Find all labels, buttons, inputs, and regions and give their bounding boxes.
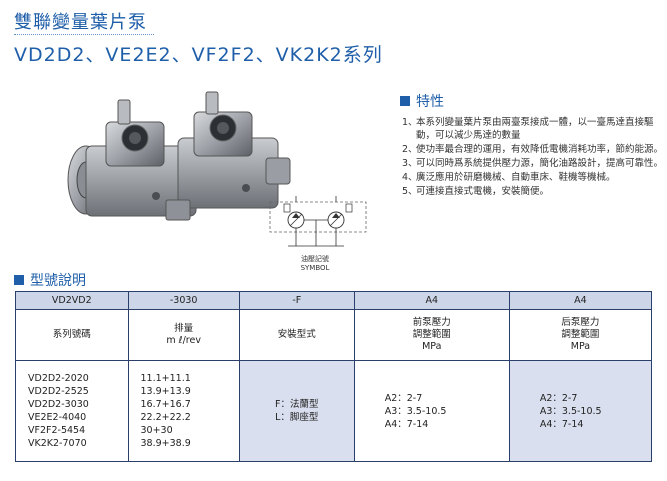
features-list: 1、本系列變量葉片泵由兩臺泵接成一體，以一臺馬達直接驅動，可以減少馬達的數量 2… (402, 116, 664, 199)
displacement-unit: m ℓ/rev (166, 335, 201, 346)
front-label-line: 前泵壓力 (412, 317, 451, 328)
item-number: 2、 (402, 144, 418, 155)
rear-range-item: A2：2-7 (539, 392, 578, 404)
code-cell: A4 (508, 291, 653, 310)
series-item: VK2K2-7070 (28, 438, 87, 449)
square-bullet-icon (400, 96, 410, 106)
item-text: 可以同時爲系統提供壓力源，簡化油路設計，提高可靠性。 (416, 158, 664, 169)
symbol-label-cn: 油壓記號 (301, 255, 329, 263)
front-range-item: A2：2-7 (384, 392, 423, 404)
code-cell: A4 (353, 291, 510, 310)
item-number: 1、 (402, 117, 418, 128)
rear-label-line: 調整範圍 (561, 329, 600, 340)
series-item: VD2D2-3030 (28, 399, 89, 410)
rear-range-list: A2：2-7 A3：3.5-10.5 A4：7-14 (508, 360, 653, 462)
front-range-list: A2：2-7 A3：3.5-10.5 A4：7-14 (353, 360, 510, 462)
displacement-label-line: 排量 (174, 323, 194, 334)
front-range-item: A4：7-14 (384, 418, 429, 430)
displacement-item: 38.9+38.9 (140, 438, 191, 449)
displacement-item: 16.7+16.7 (140, 399, 191, 410)
series-list: VD2D2-2020 VD2D2-2525 VD2D2-3030 VE2E2-4… (15, 360, 129, 462)
list-item: 3、可以同時爲系統提供壓力源，簡化油路設計，提高可靠性。 (402, 157, 664, 170)
symbol-caption: 油壓記號 SYMBOL (285, 255, 345, 273)
model-code-table: VD2VD2 -3030 -F A4 A4 系列號碼 排量 m ℓ/rev 安裝… (15, 291, 653, 462)
displacement-item: 22.2+22.2 (140, 412, 191, 423)
item-text: 可連接直接式電機，安裝簡便。 (416, 186, 550, 197)
front-label-unit: MPa (422, 341, 442, 352)
mount-label: 安裝型式 (238, 309, 355, 361)
model-heading: 型號說明 (14, 270, 86, 290)
list-item: 1、本系列變量葉片泵由兩臺泵接成一體，以一臺馬達直接驅動，可以減少馬達的數量 (402, 116, 664, 142)
series-title: VD2D2、VE2E2、VF2F2、VK2K2系列 (14, 44, 383, 66)
code-cell: VD2VD2 (15, 291, 129, 310)
features-heading-text: 特性 (416, 94, 444, 110)
model-heading-text: 型號說明 (30, 273, 86, 289)
features-heading: 特性 (400, 91, 444, 111)
front-range-item: A3：3.5-10.5 (384, 405, 447, 417)
mount-item: F：法蘭型 (275, 399, 319, 410)
square-bullet-icon (14, 275, 24, 285)
list-item: 2、使功率最合理的運用，有效降低電機消耗功率，節約能源。 (402, 143, 664, 156)
page-title: 雙聯變量葉片泵 (14, 12, 147, 33)
series-label: 系列號碼 (15, 309, 129, 361)
rear-label-line: 后泵壓力 (561, 317, 600, 328)
pump-photo (67, 91, 291, 221)
item-number: 4、 (402, 172, 418, 183)
item-number: 5、 (402, 186, 418, 197)
displacement-item: 30+30 (140, 425, 173, 436)
series-item: VD2D2-2020 (28, 373, 89, 384)
displacement-list: 11.1+11.1 13.9+13.9 16.7+16.7 22.2+22.2 … (127, 360, 240, 462)
symbol-label-en: SYMBOL (300, 264, 330, 272)
label-row: 系列號碼 排量 m ℓ/rev 安裝型式 前泵壓力 調整範圍 MPa 后泵壓力 … (15, 309, 653, 361)
code-cell: -F (238, 291, 355, 310)
series-item: VD2D2-2525 (28, 386, 89, 397)
rear-pressure-label: 后泵壓力 調整範圍 MPa (508, 309, 653, 361)
item-text: 使功率最合理的運用，有效降低電機消耗功率，節約能源。 (416, 144, 664, 155)
hydraulic-symbol (269, 196, 367, 247)
rear-label-unit: MPa (570, 341, 591, 352)
displacement-item: 13.9+13.9 (140, 386, 191, 397)
list-item: 4、廣泛應用於研磨機械、自動車床、鞋機等機械。 (402, 171, 664, 184)
title-divider (14, 34, 154, 36)
item-number: 3、 (402, 158, 418, 169)
list-item: 5、可連接直接式電機，安裝簡便。 (402, 185, 664, 198)
series-item: VF2F2-5454 (28, 425, 86, 436)
mount-item: L：脚座型 (275, 412, 319, 423)
code-cell: -3030 (127, 291, 240, 310)
rear-range-item: A4：7-14 (539, 418, 584, 430)
rear-range-item: A3：3.5-10.5 (539, 405, 602, 417)
value-row: VD2D2-2020 VD2D2-2525 VD2D2-3030 VE2E2-4… (15, 360, 653, 462)
series-item: VE2E2-4040 (28, 412, 87, 423)
item-text: 廣泛應用於研磨機械、自動車床、鞋機等機械。 (416, 172, 616, 183)
code-row: VD2VD2 -3030 -F A4 A4 (15, 291, 653, 310)
front-label-line: 調整範圍 (412, 329, 451, 340)
mount-list: F：法蘭型 L：脚座型 (238, 360, 355, 462)
item-text: 本系列變量葉片泵由兩臺泵接成一體，以一臺馬達直接驅動，可以減少馬達的數量 (416, 117, 654, 141)
front-pressure-label: 前泵壓力 調整範圍 MPa (353, 309, 510, 361)
displacement-item: 11.1+11.1 (140, 373, 191, 384)
displacement-label: 排量 m ℓ/rev (127, 309, 240, 361)
